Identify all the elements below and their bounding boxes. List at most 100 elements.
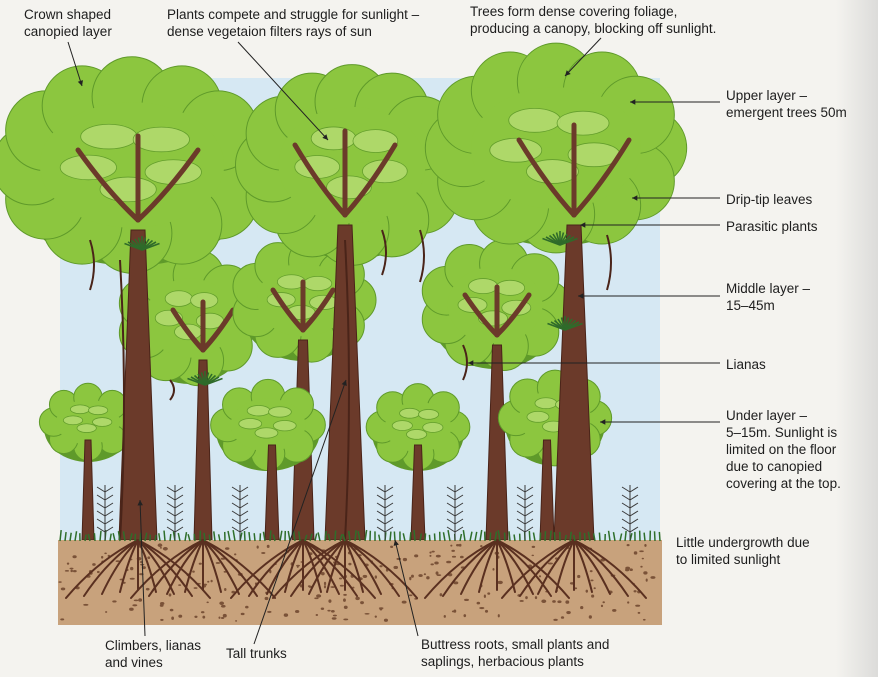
sapling-leaf: [96, 494, 114, 501]
root: [83, 539, 139, 597]
soil-speck: [320, 607, 325, 610]
leader-arrowhead: [341, 380, 347, 386]
leaf-highlight: [254, 427, 279, 439]
grass-blade: [532, 532, 536, 542]
leader-arrowhead: [393, 540, 399, 546]
soil-speck: [439, 593, 443, 597]
soil-speck: [463, 614, 467, 618]
soil-speck: [553, 618, 558, 621]
soil-speck: [643, 571, 648, 575]
soil-speck: [314, 597, 319, 600]
soil-speck: [429, 554, 432, 557]
leader-arrowhead: [600, 419, 606, 425]
soil-speck: [640, 565, 643, 568]
soil-speck: [327, 609, 331, 612]
branch-right: [494, 292, 532, 338]
soil-speck: [256, 545, 259, 549]
soil-speck: [219, 601, 225, 606]
soil-speck: [629, 568, 633, 571]
grass-blade: [587, 531, 591, 542]
soil-speck: [169, 608, 174, 612]
root: [272, 539, 346, 599]
grass-blade: [612, 531, 616, 542]
leaf-highlight: [132, 126, 190, 153]
grass-blade: [462, 529, 466, 542]
soil-speck: [207, 580, 210, 583]
root: [65, 539, 139, 599]
leaf-highlight: [406, 429, 428, 440]
epiphyte-leaf: [564, 322, 583, 331]
root: [184, 539, 204, 593]
soil-speck: [220, 604, 226, 608]
grass-blade: [184, 531, 188, 542]
grass-blade: [428, 534, 431, 542]
sapling-leaf: [231, 518, 249, 525]
root: [302, 539, 376, 599]
grass-blade: [447, 530, 451, 542]
leaf-highlight: [92, 417, 113, 427]
leaf-highlight: [391, 420, 413, 431]
leaf-highlight: [526, 159, 579, 184]
root: [148, 539, 204, 597]
grass-blade: [154, 534, 157, 542]
liana-strand: [462, 344, 468, 381]
soil-speck: [459, 555, 464, 559]
soil-speck: [547, 562, 553, 565]
soil-speck: [451, 610, 455, 613]
leaf-highlight: [164, 290, 193, 307]
emergent-tree-1-crown: [0, 56, 273, 274]
soil-speck: [328, 599, 332, 603]
soil-speck: [323, 585, 327, 589]
soil-speck: [492, 568, 495, 571]
grass-blade: [158, 533, 161, 542]
grass-blade: [389, 531, 392, 542]
leader-arrowhead: [137, 500, 143, 506]
soil-speck: [390, 545, 394, 548]
soil-speck: [414, 554, 419, 558]
sapling-leaf: [376, 486, 394, 493]
soil-speck: [635, 604, 641, 607]
root: [302, 539, 340, 595]
leaf-highlight: [418, 409, 440, 420]
label-tall-trunks: Tall trunks: [226, 646, 287, 661]
soil-speck: [451, 555, 457, 558]
branch-left: [516, 137, 577, 218]
soil-speck: [497, 614, 500, 618]
soil-speck: [585, 589, 589, 593]
soil-speck: [269, 569, 272, 574]
soil-speck: [476, 601, 481, 605]
leader-arrowhead: [322, 134, 328, 140]
grass-blade: [99, 530, 102, 542]
soil-speck: [192, 570, 195, 573]
grass-blade: [187, 533, 191, 542]
grass-blade: [513, 534, 516, 542]
branch-right: [135, 147, 201, 223]
soil-speck: [112, 600, 117, 603]
soil-speck: [580, 605, 584, 610]
grass-blade: [269, 530, 272, 542]
leaf-highlight: [352, 129, 399, 153]
soil-speck: [60, 618, 65, 621]
under-tree-1-crown: [38, 382, 138, 462]
soil-speck: [202, 615, 206, 619]
under-tree-4-crown: [497, 369, 613, 467]
root: [344, 539, 382, 595]
sapling-leaf: [376, 502, 394, 509]
soil-speck: [538, 575, 542, 578]
soil-speck: [364, 612, 370, 615]
root: [496, 539, 534, 595]
grass-blade: [489, 532, 492, 542]
grass-blade: [564, 534, 568, 542]
leaf-highlight: [88, 405, 109, 416]
sapling-leaf: [166, 510, 184, 517]
soil-speck: [101, 555, 104, 559]
soil-speck: [245, 605, 249, 609]
soil-speck: [64, 570, 70, 572]
grass-blade: [402, 533, 406, 542]
soil-speck: [443, 614, 446, 618]
soil-speck: [426, 576, 430, 580]
epiphyte-leaf: [204, 377, 223, 386]
emergent-tree-1-branches: [75, 133, 201, 223]
leaf-highlight: [303, 275, 333, 292]
